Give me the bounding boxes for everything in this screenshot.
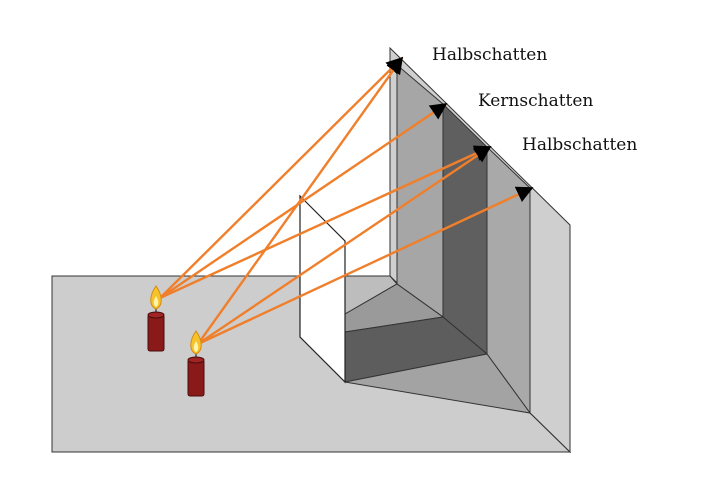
wall-umbra [442,102,488,356]
ray-candle2-top [197,56,403,345]
ray-candle1-top [159,56,404,299]
candle-icon [187,351,205,397]
flame-icon [190,330,202,355]
flame-icon [150,285,162,310]
wall-penumbra-upper [396,63,444,318]
floor-penumbra-lower [344,353,532,414]
ray-candle2-umbra [197,146,492,345]
ray-candle1-lower [159,145,492,300]
ray-candle1-umbra [159,103,448,299]
light-rays [159,56,534,346]
block-front-face [299,194,346,384]
candle-icon [147,306,165,352]
label-top-penumbra: Halbschatten [432,45,547,65]
ray-candle2-lower [197,186,534,346]
label-umbra: Kernschatten [478,91,593,111]
label-bottom-penumbra: Halbschatten [522,135,637,155]
